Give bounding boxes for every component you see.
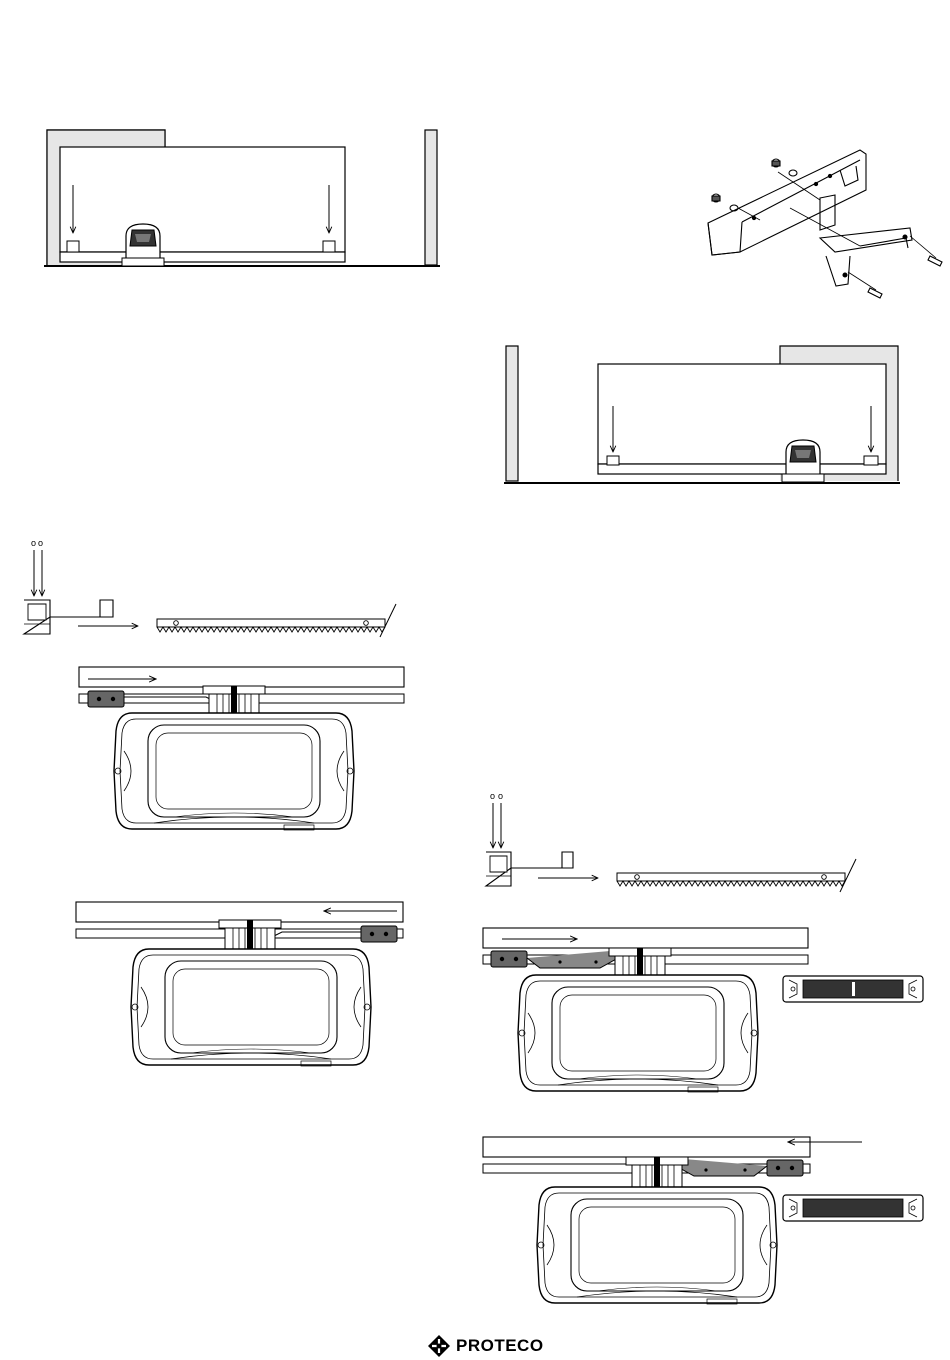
figure-motor-top-view-open-left [76,902,403,1066]
figure-gate-install-right-motor [504,346,900,483]
svg-text:o: o [490,791,495,801]
svg-text:o: o [38,538,43,548]
figure-gate-install-left-motor [44,130,440,266]
figure-motor-top-view-magnet-right [483,928,923,1092]
figure-limit-switch-rack-right: o o [486,791,856,892]
figure-motor-top-view-open-right [79,667,404,830]
gear-rack-right [617,859,856,892]
svg-text:o: o [498,791,503,801]
figure-limit-switch-rack-left: o o [24,538,396,637]
figure-motor-top-view-magnet-left [483,1137,923,1304]
gear-rack-left [157,604,396,637]
brand-name: PROTECO [456,1336,544,1356]
installation-diagram: o o o o [0,0,950,1330]
proteco-diamond-logo-icon [428,1335,450,1357]
figure-bracket-exploded-view [708,150,942,298]
svg-text:o: o [31,538,36,548]
magnet-indicator-left [783,1195,923,1221]
magnet-indicator-right [783,976,923,1002]
brand-logo: PROTECO [428,1332,544,1360]
